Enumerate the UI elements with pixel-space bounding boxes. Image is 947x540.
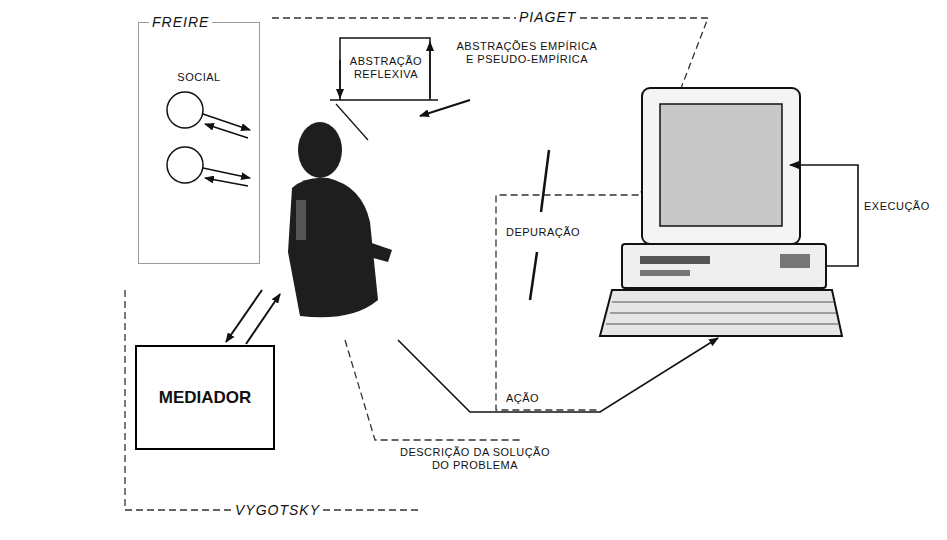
process-label: AÇÃO <box>506 392 539 405</box>
box-label: MEDIADOR <box>159 388 252 408</box>
leader-line <box>336 104 368 140</box>
mediator-box: MEDIADOR <box>135 345 275 450</box>
mediator-arrow <box>246 294 280 344</box>
learner-silhouette <box>288 122 392 317</box>
concept-label: ABSTRAÇÕES EMPÍRICA E PSEUDO-EMPÍRICA <box>452 40 602 66</box>
empirical-arrow <box>420 100 470 116</box>
action-arrow <box>398 338 718 412</box>
depuration-line <box>530 252 537 300</box>
social-arrow <box>205 178 248 186</box>
process-label: EXECUÇÃO <box>864 200 930 213</box>
social-arrow <box>205 124 248 138</box>
baseline <box>330 99 438 101</box>
box-label: SOCIAL <box>139 71 259 84</box>
box-heading: FREIRE <box>149 14 212 30</box>
vygotsky-region <box>125 290 420 510</box>
down-arrow <box>339 60 341 98</box>
person-circle <box>167 147 203 183</box>
social-box: FREIRESOCIAL <box>138 22 260 264</box>
abstraction-bracket <box>340 38 430 100</box>
theorist-label: VYGOTSKY <box>232 502 323 518</box>
person-circle <box>167 92 203 128</box>
vygotsky-region <box>345 340 520 440</box>
theorist-label: PIAGET <box>516 9 579 25</box>
description-label: DESCRIÇÃO DA SOLUÇÃO DO PROBLEMA <box>390 446 560 472</box>
mediator-arrow <box>226 290 262 342</box>
depuration-line <box>541 150 549 212</box>
social-arrow <box>203 114 250 130</box>
computer <box>600 88 842 336</box>
execution-arrow <box>790 165 858 266</box>
concept-label: ABSTRAÇÃO REFLEXIVA <box>346 55 426 81</box>
social-arrow <box>203 168 250 178</box>
process-label: DEPURAÇÃO <box>506 226 580 239</box>
up-arrow <box>429 42 431 98</box>
